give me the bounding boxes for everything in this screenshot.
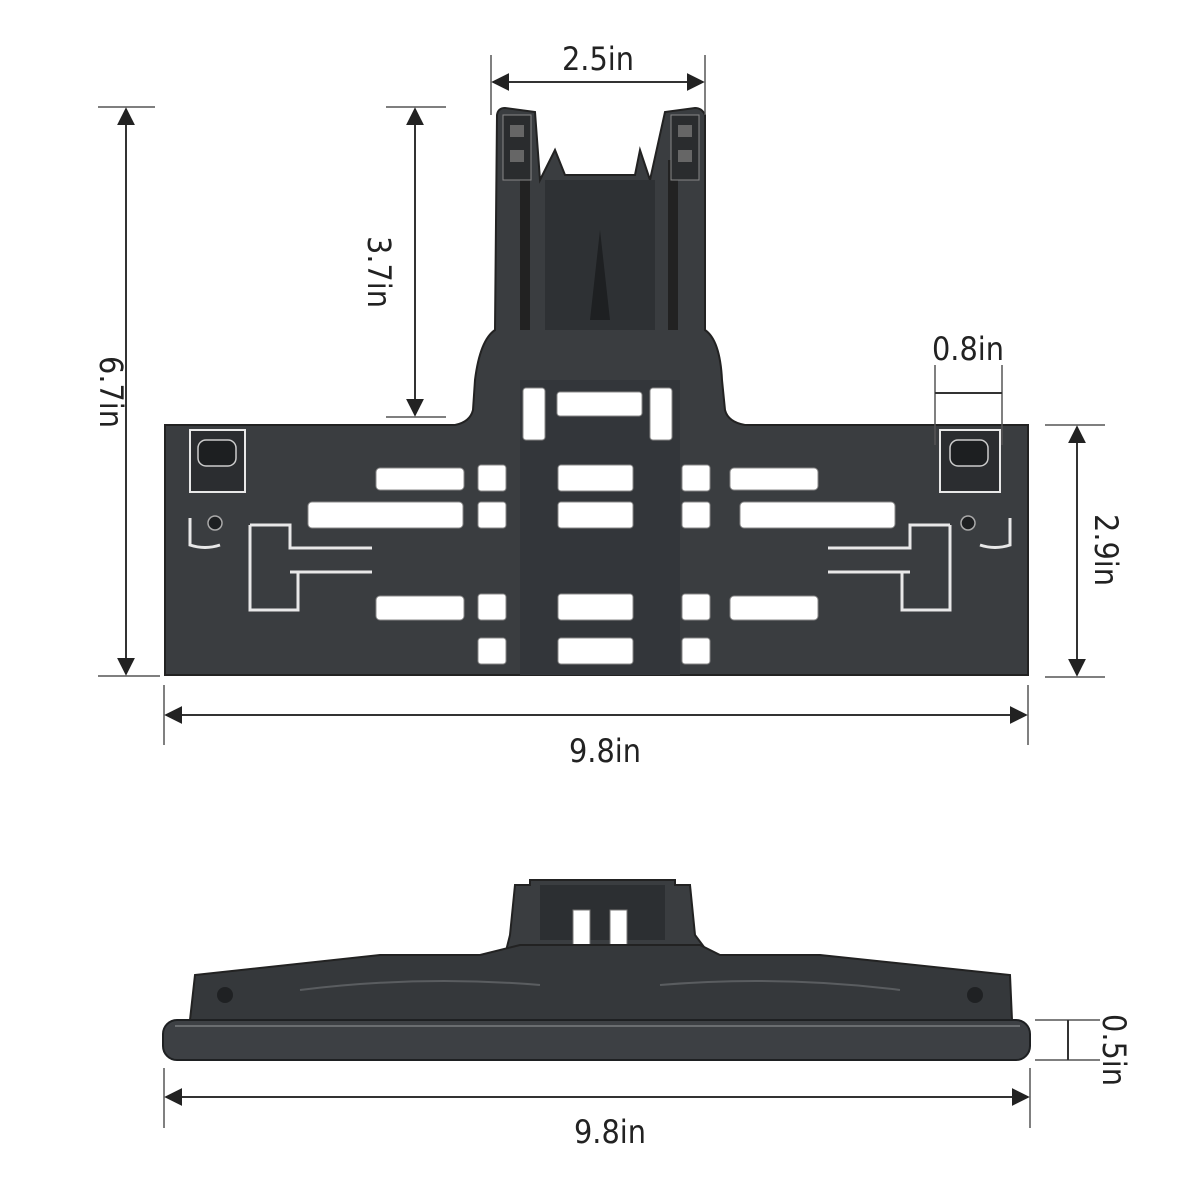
spring-clips	[188, 518, 1012, 612]
side-view-part	[162, 879, 1031, 1061]
latch-right	[939, 429, 1001, 531]
dim-clip-width: 0.8in	[932, 330, 1004, 368]
stem-spike	[590, 230, 610, 320]
dim-total-width-top: 9.8in	[569, 732, 641, 770]
side-view-dimensions: 0.5in 9.8in	[163, 1014, 1133, 1151]
stem-rail-right	[668, 160, 678, 330]
top-view-dimensions: 2.5in 6.7in 3.7in 0.8in 2.9in 9.8in	[92, 40, 1125, 770]
dim-top-width: 2.5in	[562, 40, 634, 78]
dim-base-height: 2.9in	[1087, 514, 1125, 586]
side-base-rail	[162, 1019, 1031, 1061]
stem-rail-left	[520, 160, 530, 330]
latch-left	[189, 429, 246, 531]
dim-stem-height: 3.7in	[360, 236, 398, 308]
tab-left	[502, 114, 532, 181]
top-view-part	[164, 106, 1029, 676]
dim-total-width-side: 9.8in	[574, 1113, 646, 1151]
dim-thickness: 0.5in	[1095, 1014, 1133, 1086]
tab-right	[670, 114, 700, 181]
slots	[307, 387, 896, 665]
dim-total-height: 6.7in	[92, 356, 130, 428]
